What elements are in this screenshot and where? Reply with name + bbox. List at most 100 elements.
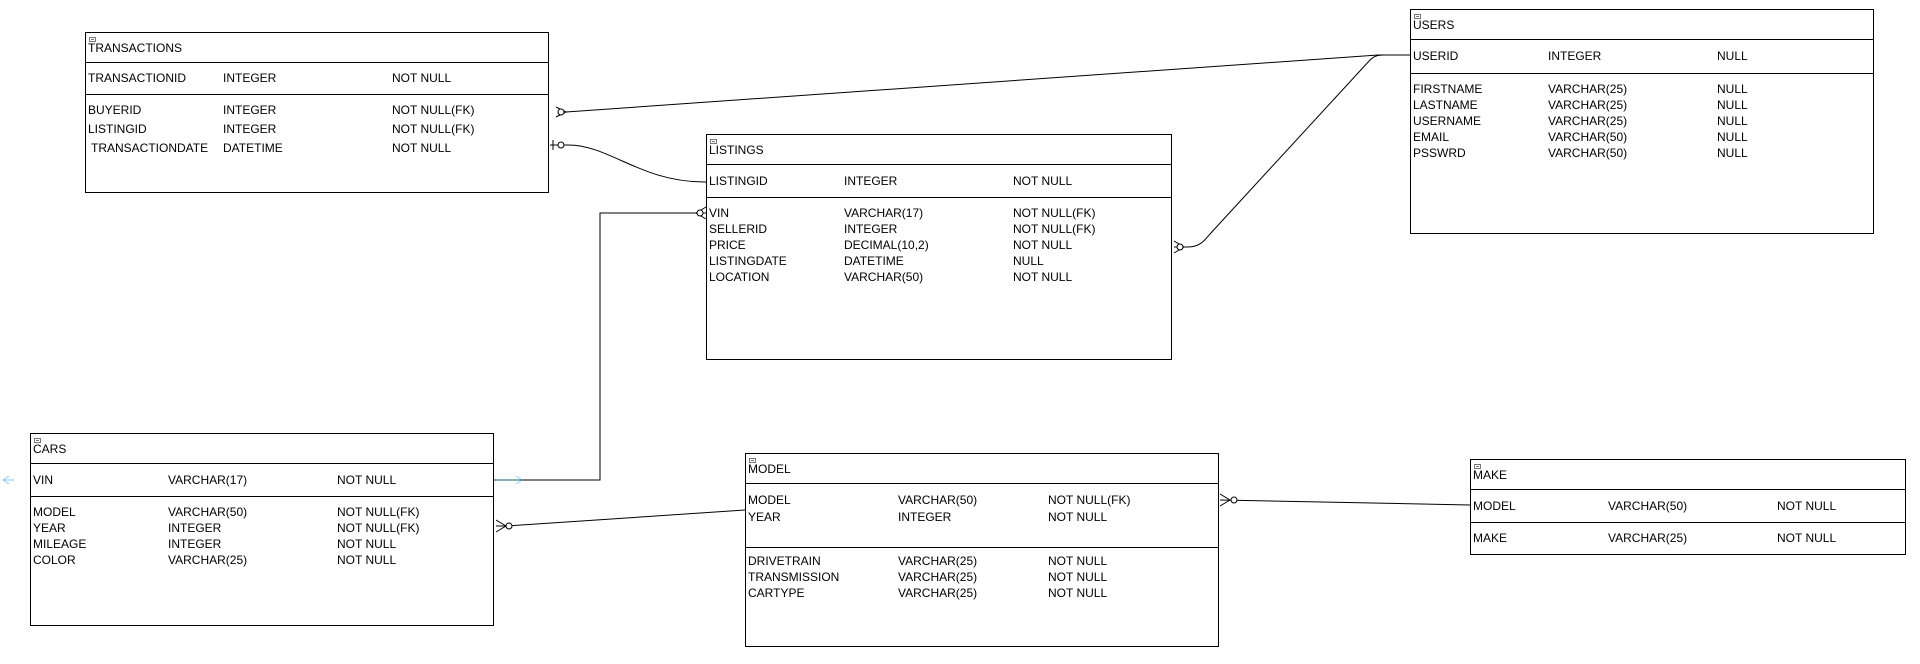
entity-model[interactable]: MODEL MODEL VARCHAR(50) NOT NULL(FK) YEA… xyxy=(745,453,1219,647)
column-nullable: NOT NULL xyxy=(1777,531,1837,545)
column-nullable: NOT NULL xyxy=(392,71,452,85)
column-name: LISTINGID xyxy=(709,174,768,188)
column-type: VARCHAR(25) xyxy=(1608,531,1688,545)
column-type: VARCHAR(17) xyxy=(168,473,248,487)
column-name: TRANSACTIONDATE xyxy=(91,141,209,155)
column-nullable: NOT NULL(FK) xyxy=(392,122,475,136)
column-type: VARCHAR(25) xyxy=(168,553,248,567)
rel-make-model xyxy=(1219,499,1471,506)
collapse-icon[interactable] xyxy=(89,37,96,42)
column-nullable: NOT NULL xyxy=(337,553,397,567)
column-nullable: NOT NULL xyxy=(337,537,397,551)
column-type: INTEGER xyxy=(223,71,277,85)
column-name: MILEAGE xyxy=(33,537,87,551)
rel-cars-listings-zero xyxy=(696,209,704,217)
collapse-icon[interactable] xyxy=(749,458,756,463)
column-name: YEAR xyxy=(33,521,66,535)
primary-key-section: MODEL VARCHAR(50) NOT NULL xyxy=(1471,490,1905,523)
column-nullable: NOT NULL xyxy=(1048,510,1108,524)
column-name: FIRSTNAME xyxy=(1413,82,1483,96)
rel-transactions-users xyxy=(565,54,1410,113)
entity-title[interactable]: MODEL xyxy=(746,454,1218,484)
rel-transactions-users-crowfoot xyxy=(555,106,568,118)
primary-key-section: TRANSACTIONID INTEGER NOT NULL xyxy=(86,63,548,95)
entity-transactions[interactable]: TRANSACTIONS TRANSACTIONID INTEGER NOT N… xyxy=(85,32,549,193)
primary-key-section: VIN VARCHAR(17) NOT NULL xyxy=(31,464,493,497)
entity-title-text: MODEL xyxy=(748,462,791,476)
column-nullable: NOT NULL xyxy=(392,141,452,155)
column-nullable: NULL xyxy=(1717,98,1748,112)
rel-listings-users xyxy=(1174,54,1410,248)
column-name: YEAR xyxy=(748,510,781,524)
column-nullable: NULL xyxy=(1717,49,1748,63)
column-type: VARCHAR(17) xyxy=(844,206,924,220)
column-name: MAKE xyxy=(1473,531,1508,545)
column-nullable: NOT NULL(FK) xyxy=(1013,206,1096,220)
column-nullable: NOT NULL(FK) xyxy=(1048,493,1131,507)
entity-title[interactable]: TRANSACTIONS xyxy=(86,33,548,63)
rel-model-cars xyxy=(496,509,746,527)
entity-title[interactable]: CARS xyxy=(31,434,493,464)
rel-model-cars-crowfoot xyxy=(495,519,507,533)
entity-cars[interactable]: CARS VIN VARCHAR(17) NOT NULL MODEL VARC… xyxy=(30,433,494,626)
entity-title-text: TRANSACTIONS xyxy=(88,41,183,55)
collapse-icon[interactable] xyxy=(710,139,717,144)
rel-make-model-crowfoot xyxy=(1219,493,1231,507)
column-name: BUYERID xyxy=(88,103,142,117)
column-nullable: NULL xyxy=(1717,114,1748,128)
column-name: LASTNAME xyxy=(1413,98,1478,112)
primary-key-section: USERID INTEGER NULL xyxy=(1411,40,1873,74)
collapse-icon[interactable] xyxy=(1474,464,1481,469)
column-type: INTEGER xyxy=(898,510,952,524)
column-name: EMAIL xyxy=(1413,130,1450,144)
entity-title[interactable]: LISTINGS xyxy=(707,135,1171,165)
collapse-icon[interactable] xyxy=(1414,14,1421,19)
rel-transactions-listings xyxy=(550,144,707,183)
entity-make[interactable]: MAKE MODEL VARCHAR(50) NOT NULL MAKE VAR… xyxy=(1470,459,1906,555)
column-type: INTEGER xyxy=(1548,49,1602,63)
column-nullable: NULL xyxy=(1717,146,1748,160)
column-type: VARCHAR(25) xyxy=(1548,98,1628,112)
column-type: DECIMAL(10,2) xyxy=(844,238,929,252)
column-type: DATETIME xyxy=(844,254,904,268)
column-name: TRANSMISSION xyxy=(748,570,840,584)
column-type: INTEGER xyxy=(168,521,222,535)
primary-key-section: MODEL VARCHAR(50) NOT NULL(FK) YEAR INTE… xyxy=(746,484,1218,548)
primary-key-section: LISTINGID INTEGER NOT NULL xyxy=(707,165,1171,198)
column-type: INTEGER xyxy=(223,122,277,136)
column-name: VIN xyxy=(33,473,54,487)
column-type: VARCHAR(50) xyxy=(1608,499,1688,513)
entity-title-text: MAKE xyxy=(1473,468,1508,482)
column-type: DATETIME xyxy=(223,141,283,155)
column-type: VARCHAR(50) xyxy=(168,505,248,519)
rel-cars-listings xyxy=(494,212,706,481)
column-name: TRANSACTIONID xyxy=(88,71,187,85)
column-name: COLOR xyxy=(33,553,76,567)
column-type: VARCHAR(25) xyxy=(898,554,978,568)
left-arrow-handle xyxy=(2,475,14,485)
column-name: CARTYPE xyxy=(748,586,805,600)
column-type: INTEGER xyxy=(844,174,898,188)
column-name: PRICE xyxy=(709,238,746,252)
rel-cars-listings-crowfoot xyxy=(695,206,707,220)
entity-title[interactable]: MAKE xyxy=(1471,460,1905,490)
column-name: USERNAME xyxy=(1413,114,1482,128)
column-name: SELLERID xyxy=(709,222,768,236)
column-nullable: NOT NULL(FK) xyxy=(1013,222,1096,236)
column-name: VIN xyxy=(709,206,730,220)
column-name: LOCATION xyxy=(709,270,770,284)
column-nullable: NULL xyxy=(1013,254,1044,268)
column-name: LISTINGID xyxy=(88,122,147,136)
column-nullable: NOT NULL(FK) xyxy=(337,521,420,535)
entity-title[interactable]: USERS xyxy=(1411,10,1873,40)
column-type: VARCHAR(50) xyxy=(898,493,978,507)
column-name: LISTINGDATE xyxy=(709,254,787,268)
entity-listings[interactable]: LISTINGS LISTINGID INTEGER NOT NULL VIN … xyxy=(706,134,1172,360)
column-name: MODEL xyxy=(33,505,76,519)
column-name: PSSWRD xyxy=(1413,146,1466,160)
collapse-icon[interactable] xyxy=(34,438,41,443)
column-nullable: NOT NULL xyxy=(1048,554,1108,568)
column-nullable: NULL xyxy=(1717,130,1748,144)
rel-listings-users-crowfoot xyxy=(1173,240,1185,254)
entity-users[interactable]: USERS USERID INTEGER NULL FIRSTNAME VARC… xyxy=(1410,9,1874,234)
